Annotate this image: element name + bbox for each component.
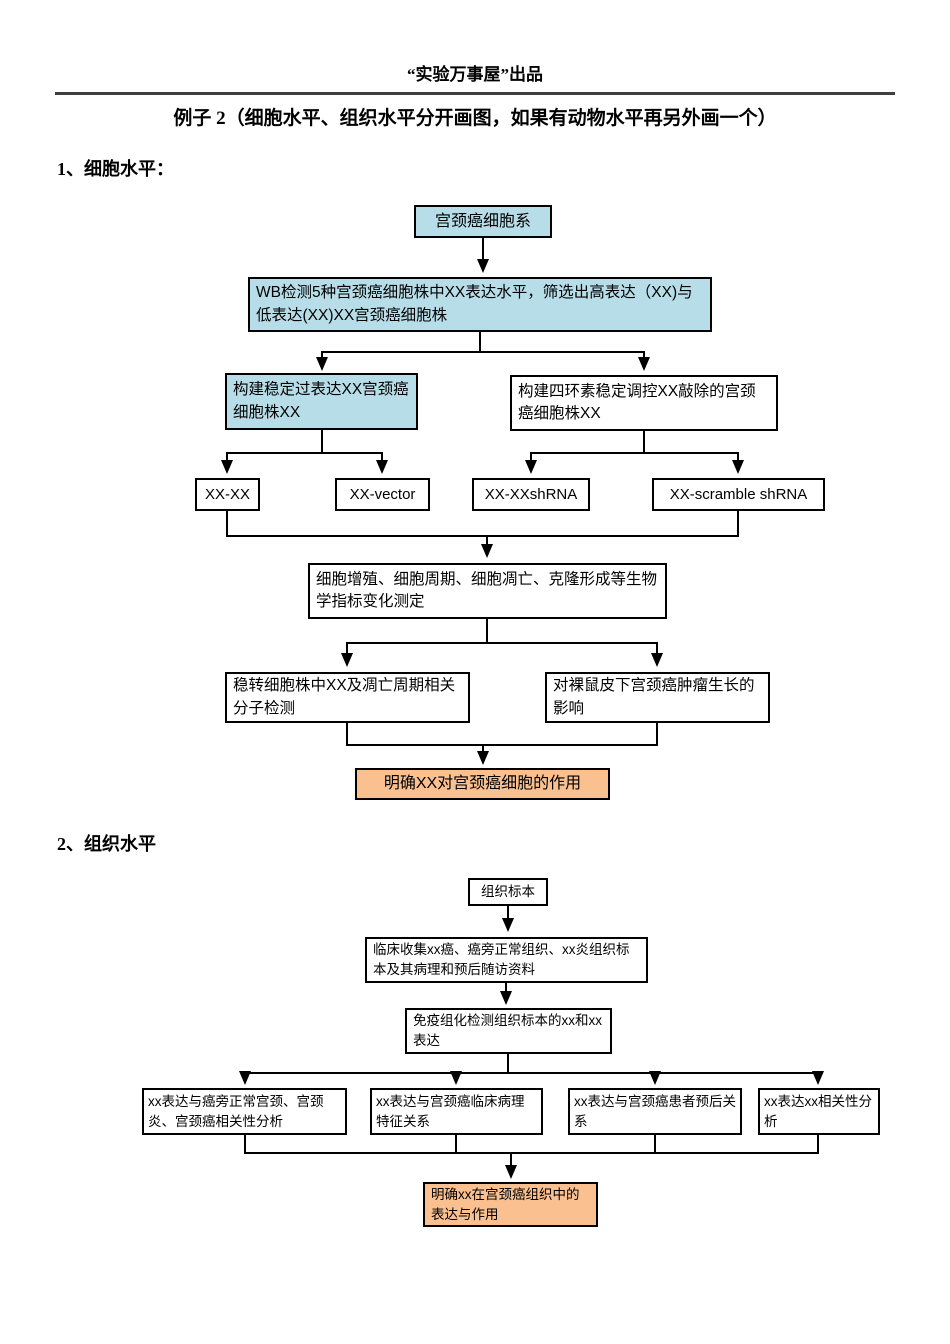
section-heading-cell-level: 1、细胞水平： (57, 159, 174, 179)
flow-node-tissue-conclusion: 明确xx在宫颈癌组织中的表达与作用 (423, 1182, 598, 1227)
flow-node-cell-line: 宫颈癌细胞系 (414, 205, 552, 238)
flow-node-cell-conclusion: 明确XX对宫颈癌细胞的作用 (355, 768, 610, 800)
flow-node-xx-scramble-shrna: XX-scramble shRNA (652, 478, 825, 511)
page-title: 例子 2（细胞水平、组织水平分开画图，如果有动物水平再另外画一个） (173, 108, 777, 129)
flow-node-overexpress: 构建稳定过表达XX宫颈癌细胞株XX (225, 373, 418, 430)
flow-node-xx-shrna: XX-XXshRNA (472, 478, 590, 511)
flow-node-corr-normal: xx表达与癌旁正常宫颈、宫颈炎、宫颈癌相关性分析 (142, 1088, 347, 1135)
page-header: “实验万事屋”出品 (407, 65, 543, 84)
flow-node-wb-screen: WB检测5种宫颈癌细胞株中XX表达水平，筛选出高表达（XX)与低表达(XX)XX… (248, 277, 712, 332)
header-rule (55, 92, 895, 95)
flow-node-collect-samples: 临床收集xx癌、癌旁正常组织、xx炎组织标本及其病理和预后随访资料 (365, 937, 648, 983)
flow-node-xx-xx: XX-XX (195, 478, 260, 511)
flow-node-molecular-detect: 稳转细胞株中XX及凋亡周期相关分子检测 (225, 672, 470, 723)
flow-node-prognosis: xx表达与宫颈癌患者预后关系 (568, 1088, 742, 1135)
flow-node-nude-mice: 对裸鼠皮下宫颈癌肿瘤生长的影响 (545, 672, 770, 723)
flow-node-clinicopath: xx表达与宫颈癌临床病理特征关系 (370, 1088, 543, 1135)
flow-node-xx-vector: XX-vector (335, 478, 430, 511)
flow-node-ihc: 免疫组化检测组织标本的xx和xx表达 (405, 1008, 612, 1054)
flow-node-knockdown: 构建四环素稳定调控XX敲除的宫颈癌细胞株XX (510, 375, 778, 431)
flow-node-bio-assays: 细胞增殖、细胞周期、细胞凋亡、克隆形成等生物学指标变化测定 (308, 563, 667, 619)
flow-node-corr-xx: xx表达xx相关性分析 (758, 1088, 880, 1135)
section-heading-tissue-level: 2、组织水平 (57, 834, 156, 854)
flow-node-specimen: 组织标本 (468, 878, 548, 906)
